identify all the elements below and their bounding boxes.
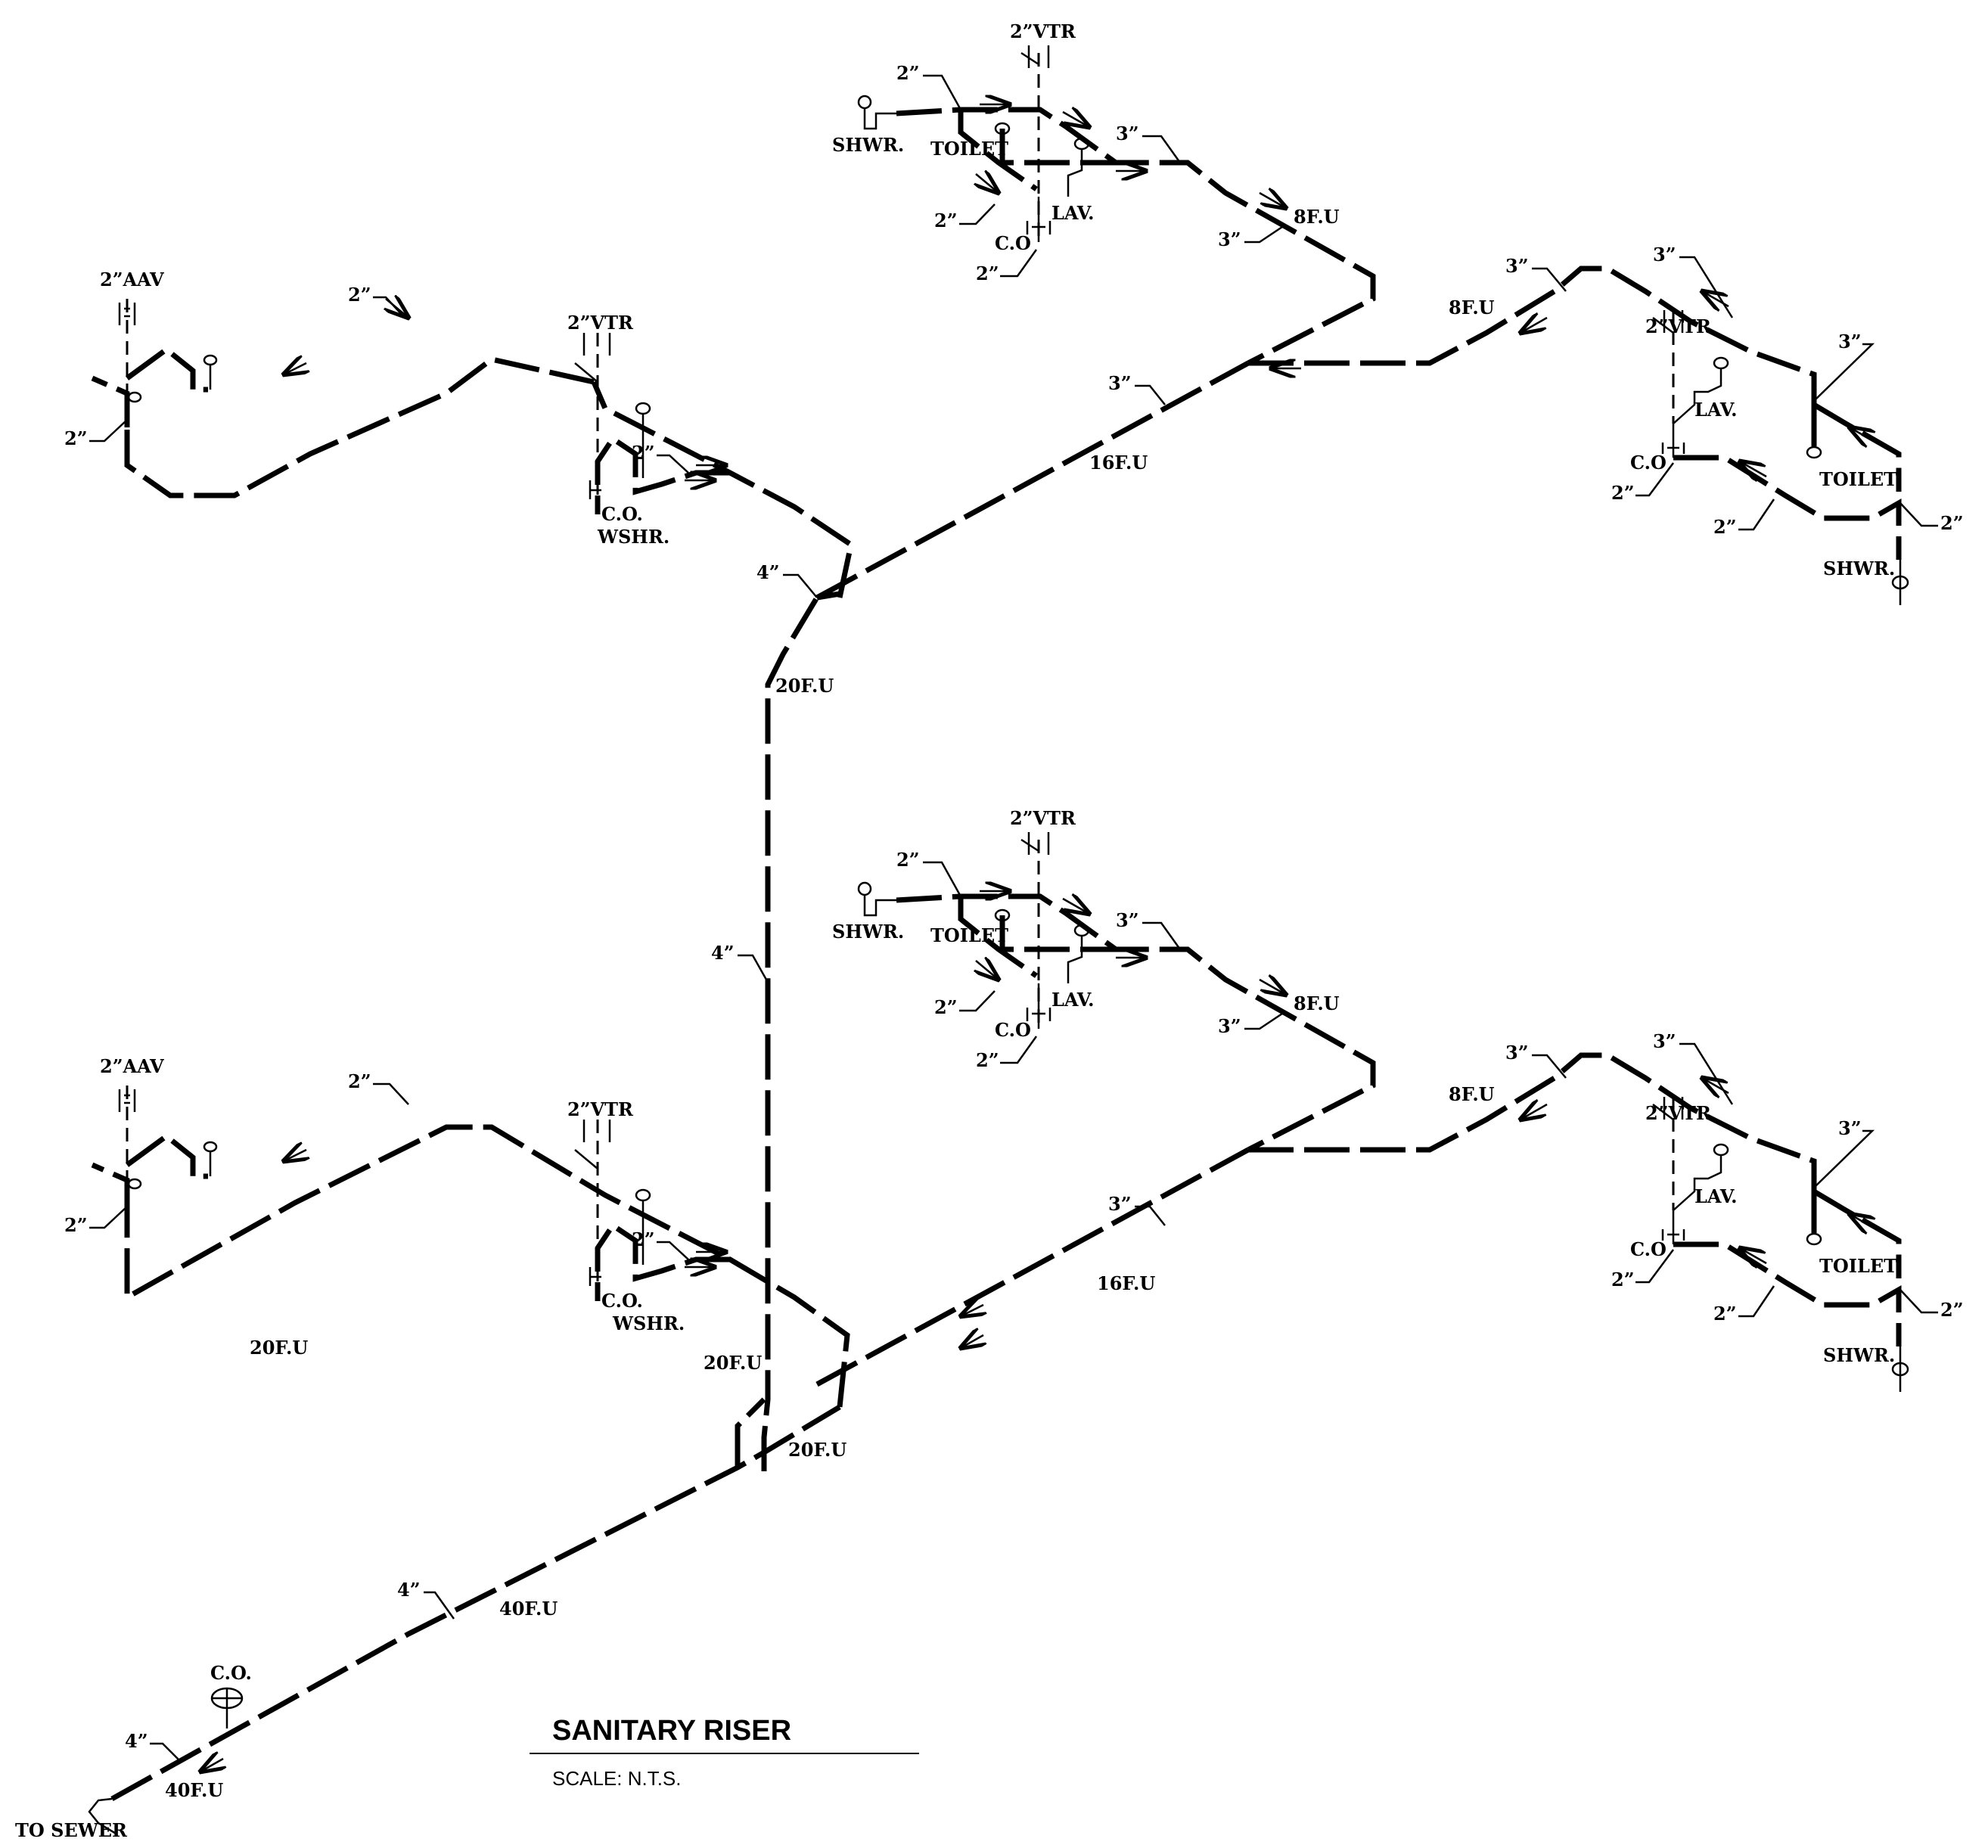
pipe-size-3in: 3” — [1505, 255, 1529, 277]
pipe-size-2in: 2” — [1713, 1303, 1737, 1325]
shower-label: SHWR. — [1823, 558, 1895, 579]
pipe-size-2in: 2” — [632, 442, 655, 464]
shower-label: SHWR. — [1823, 1344, 1895, 1366]
pipe-size-3in: 3” — [1116, 909, 1139, 931]
pipe-size-2in: 2” — [1940, 1299, 1964, 1321]
pipe-size-3in: 3” — [1108, 372, 1132, 394]
fixture-units: 20F.U — [775, 675, 834, 697]
labels-upper: 2”VTR 2” SHWR. TOILET LAV. 2” C.O 2” 3” … — [64, 20, 1964, 697]
washer-label: WSHR. — [612, 1312, 685, 1334]
main-stack — [761, 596, 820, 1471]
shower-label: SHWR. — [832, 921, 904, 943]
shower-label: SHWR. — [832, 134, 904, 156]
pipe-size-3in: 3” — [1653, 244, 1676, 266]
toilet-label: TOILET — [1819, 468, 1897, 490]
pipe-size-4in: 4” — [711, 942, 735, 964]
pipe-size-3in: 3” — [1838, 1117, 1862, 1139]
cleanout-label: C.O — [995, 232, 1031, 254]
lower-washer-group — [91, 1086, 983, 1408]
lav-label: LAV. — [1051, 202, 1095, 224]
fixture-units: 8F.U — [1449, 1083, 1495, 1105]
lav-label: LAV. — [1051, 989, 1095, 1011]
vtr-label-b2: 2”VTR — [1645, 1102, 1712, 1124]
pipe-size-2in: 2” — [64, 1214, 88, 1236]
fixture-units: 40F.U — [499, 1598, 558, 1620]
pipe-size-4in: 4” — [756, 561, 780, 583]
cleanout-label: C.O — [1630, 1238, 1667, 1260]
fixture-units: 8F.U — [1294, 992, 1340, 1014]
pipe-size-3in: 3” — [1116, 123, 1139, 144]
fixture-units: 8F.U — [1449, 297, 1495, 318]
cleanout-label: C.O — [995, 1019, 1031, 1041]
pipe-size-3in: 3” — [1218, 228, 1241, 250]
drawing-title: SANITARY RISER — [552, 1715, 791, 1747]
vtr-label-c2: 2”VTR — [567, 1098, 634, 1120]
pipe-size-2in: 2” — [632, 1228, 655, 1250]
fixture-units: 8F.U — [1294, 206, 1340, 228]
vtr-label-a2: 2”VTR — [1010, 807, 1076, 829]
fixture-units: 20F.U — [788, 1439, 846, 1461]
toilet-label: TOILET — [930, 924, 1008, 946]
lav-label: LAV. — [1694, 399, 1738, 421]
pipe-size-2in: 2” — [1940, 512, 1964, 534]
vtr-label-b1: 2”VTR — [1645, 315, 1712, 337]
fixture-units: 20F.U — [704, 1352, 762, 1374]
pipe-size-2in: 2” — [934, 210, 958, 231]
cleanout-label: C.O. — [601, 503, 643, 525]
pipe-size-4in: 4” — [125, 1730, 148, 1752]
to-sewer-label: TO SEWER — [15, 1819, 128, 1841]
pipe-size-2in: 2” — [896, 62, 920, 84]
pipe-size-3in: 3” — [1108, 1193, 1132, 1215]
vtr-label-c1: 2”VTR — [567, 312, 634, 334]
drawing-scale: SCALE: N.T.S. — [552, 1767, 682, 1790]
cleanout-label: C.O — [1630, 452, 1667, 474]
pipe-size-2in: 2” — [348, 1070, 371, 1092]
pipe-size-3in: 3” — [1653, 1030, 1676, 1052]
cleanout-label: C.O. — [210, 1662, 252, 1684]
pipe-size-4in: 4” — [397, 1579, 421, 1601]
pipe-size-2in: 2” — [348, 284, 371, 306]
fixture-units: 20F.U — [250, 1337, 308, 1359]
washer-label: WSHR. — [597, 526, 669, 548]
toilet-label: TOILET — [1819, 1255, 1897, 1277]
labels-lower: 2”VTR 2” SHWR. TOILET LAV. 2” C.O 2” 3” … — [15, 807, 1964, 1841]
pipe-size-2in: 2” — [64, 427, 88, 449]
cleanout-label: C.O. — [601, 1290, 643, 1312]
pipe-size-2in: 2” — [976, 1049, 999, 1071]
lav-label: LAV. — [1694, 1185, 1738, 1207]
title-block: SANITARY RISER SCALE: N.T.S. — [530, 1715, 919, 1790]
pipe-size-2in: 2” — [896, 849, 920, 871]
pipe-size-2in: 2” — [934, 996, 958, 1018]
pipe-size-2in: 2” — [1713, 516, 1737, 538]
aav-label: 2”AAV — [100, 269, 164, 290]
pipe-size-2in: 2” — [976, 262, 999, 284]
pipe-size-3in: 3” — [1218, 1015, 1241, 1037]
aav-label: 2”AAV — [100, 1055, 164, 1077]
upper-level — [91, 45, 1908, 1471]
pipe-size-3in: 3” — [1838, 331, 1862, 353]
vtr-label-a1: 2”VTR — [1010, 20, 1076, 42]
building-drain — [88, 1397, 841, 1836]
pipe-size-2in: 2” — [1611, 1269, 1635, 1290]
toilet-label: TOILET — [930, 138, 1008, 160]
fixture-units: 16F.U — [1097, 1272, 1155, 1294]
pipe-size-3in: 3” — [1505, 1042, 1529, 1064]
lower-level — [815, 832, 1908, 1392]
fixture-units: 40F.U — [165, 1779, 223, 1801]
fixture-units: 16F.U — [1089, 452, 1148, 474]
pipe-size-2in: 2” — [1611, 482, 1635, 504]
